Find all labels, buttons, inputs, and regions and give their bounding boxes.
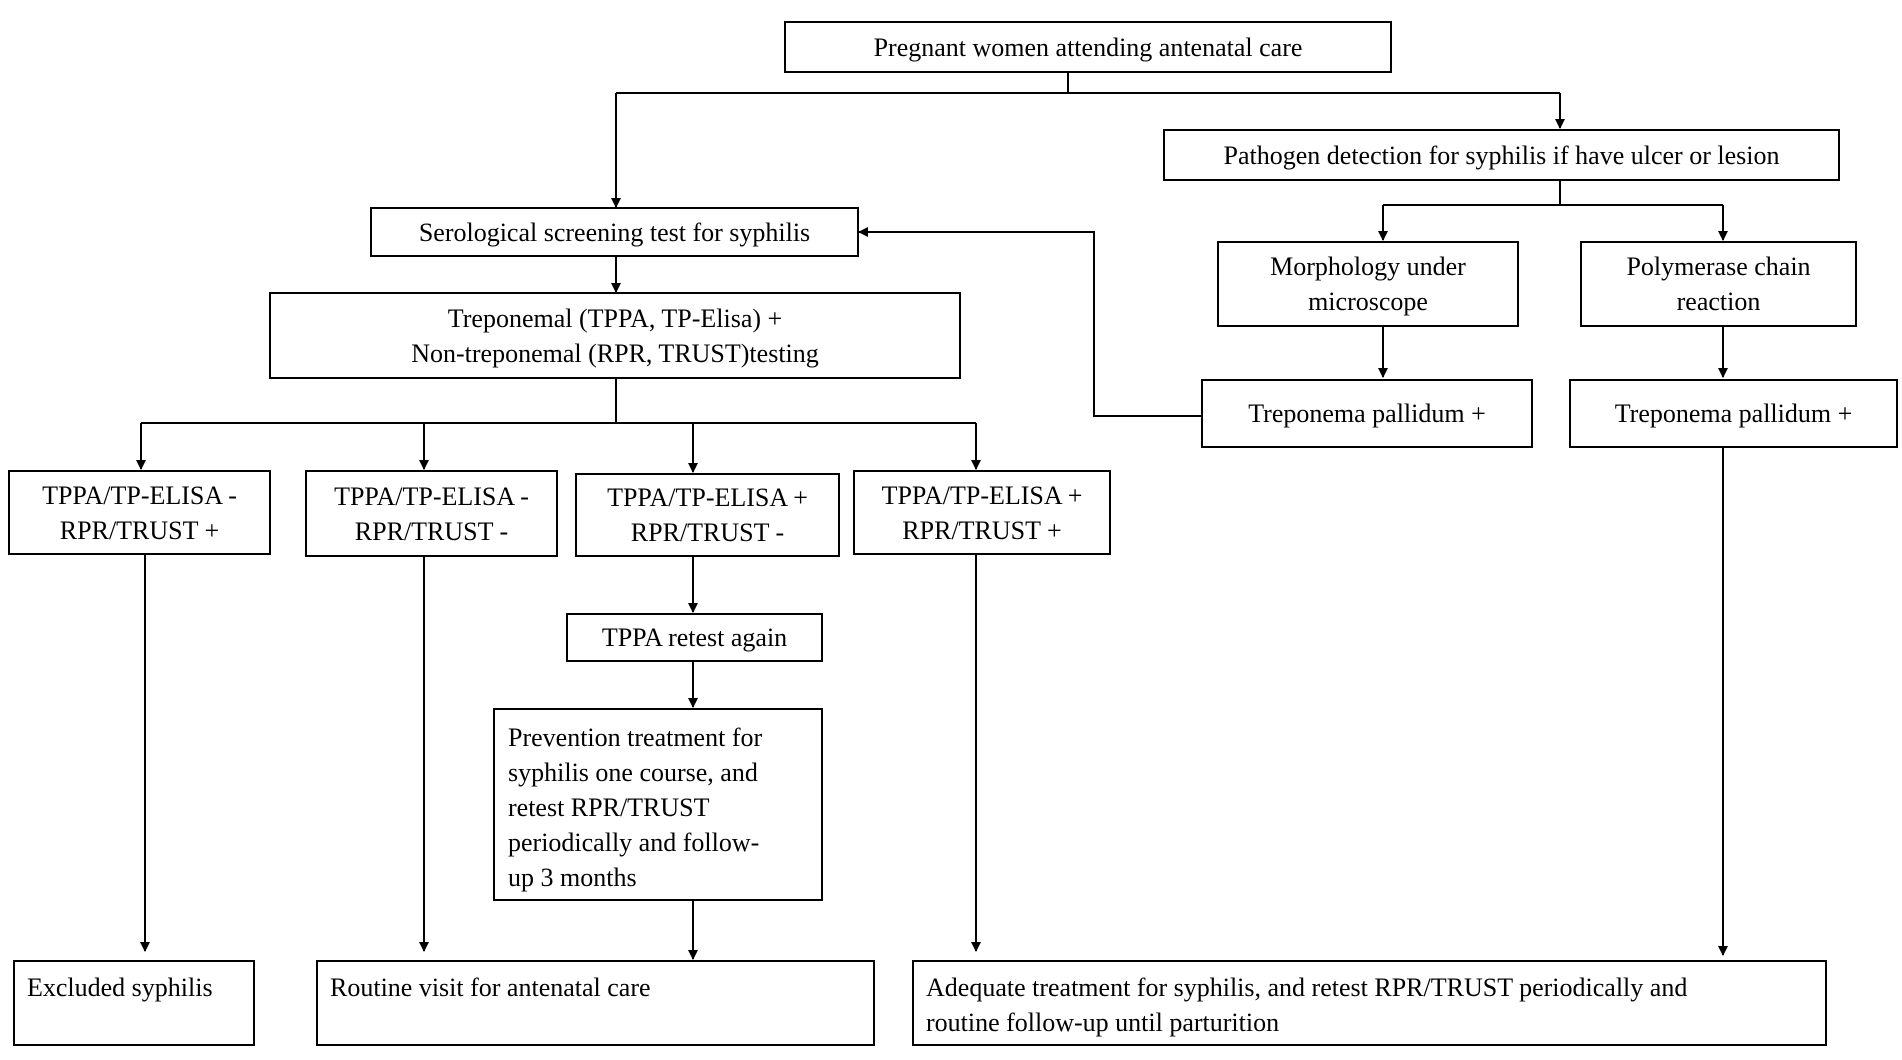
node-text-line: Polymerase chain: [1626, 252, 1811, 281]
node-text-line: up 3 months: [508, 863, 637, 892]
node-treponema-pallidum-positive-2: Treponema pallidum +: [1569, 379, 1898, 448]
node-text-line: Pathogen detection for syphilis if have …: [1223, 140, 1780, 170]
node-text-line: syphilis one course, and: [508, 758, 758, 787]
node-text-line: TPPA retest again: [601, 623, 788, 652]
node-text-line: Treponema pallidum +: [1614, 399, 1853, 428]
node-text-line: microscope: [1308, 287, 1428, 316]
node-result-tppa-neg-rpr-pos: TPPA/TP-ELISA - RPR/TRUST +: [8, 470, 271, 555]
node-pathogen-detection: Pathogen detection for syphilis if have …: [1163, 129, 1840, 181]
node-text-line: retest RPR/TRUST: [508, 793, 710, 822]
node-tppa-retest: TPPA retest again: [566, 613, 823, 662]
arrow-feedback-to-serological: [858, 227, 1201, 417]
node-text-line: Morphology under: [1270, 252, 1466, 281]
node-text-line: Non-treponemal (RPR, TRUST)testing: [411, 338, 819, 368]
node-serological-screening: Serological screening test for syphilis: [370, 207, 859, 257]
node-prevention-treatment: Prevention treatment for syphilis one cou…: [493, 708, 823, 901]
node-text-line: Excluded syphilis: [27, 973, 213, 1002]
node-text-line: Serological screening test for syphilis: [418, 217, 811, 247]
node-text-line: periodically and follow-: [508, 828, 760, 857]
node-text-line: reaction: [1676, 287, 1761, 316]
node-pregnant-women: Pregnant women attending antenatal care: [784, 21, 1392, 73]
node-result-tppa-pos-rpr-neg: TPPA/TP-ELISA + RPR/TRUST -: [575, 473, 840, 557]
node-text-line: TPPA/TP-ELISA +: [607, 483, 808, 512]
node-text-line: TPPA/TP-ELISA +: [881, 480, 1083, 510]
node-text-line: Prevention treatment for: [508, 723, 763, 752]
node-text-line: Pregnant women attending antenatal care: [873, 32, 1303, 62]
node-text-line: Adequate treatment for syphilis, and ret…: [926, 973, 1688, 1002]
node-text-line: Treponemal (TPPA, TP-Elisa) +: [447, 303, 783, 333]
node-text-line: RPR/TRUST -: [630, 518, 785, 547]
node-routine-antenatal-visit: Routine visit for antenatal care: [316, 960, 875, 1046]
node-text-line: Routine visit for antenatal care: [330, 973, 651, 1002]
node-result-tppa-neg-rpr-neg: TPPA/TP-ELISA - RPR/TRUST -: [305, 470, 558, 557]
node-text-line: Treponema pallidum +: [1248, 399, 1486, 428]
node-treponema-pallidum-positive-1: Treponema pallidum +: [1201, 379, 1533, 448]
node-adequate-treatment: Adequate treatment for syphilis, and ret…: [912, 960, 1827, 1046]
node-treponemal-testing: Treponemal (TPPA, TP-Elisa) + Non-trepone…: [269, 292, 961, 379]
node-morphology-microscope: Morphology under microscope: [1217, 241, 1519, 327]
node-text-line: TPPA/TP-ELISA -: [334, 481, 529, 511]
node-result-tppa-pos-rpr-pos: TPPA/TP-ELISA + RPR/TRUST +: [853, 470, 1111, 555]
node-text-line: RPR/TRUST +: [902, 515, 1062, 545]
node-text-line: RPR/TRUST -: [354, 516, 509, 546]
node-text-line: TPPA/TP-ELISA -: [42, 480, 237, 510]
node-text-line: routine follow-up until parturition: [926, 1008, 1280, 1037]
node-excluded-syphilis: Excluded syphilis: [13, 960, 255, 1046]
node-polymerase-chain-reaction: Polymerase chain reaction: [1580, 241, 1857, 327]
node-text-line: RPR/TRUST +: [59, 515, 220, 545]
